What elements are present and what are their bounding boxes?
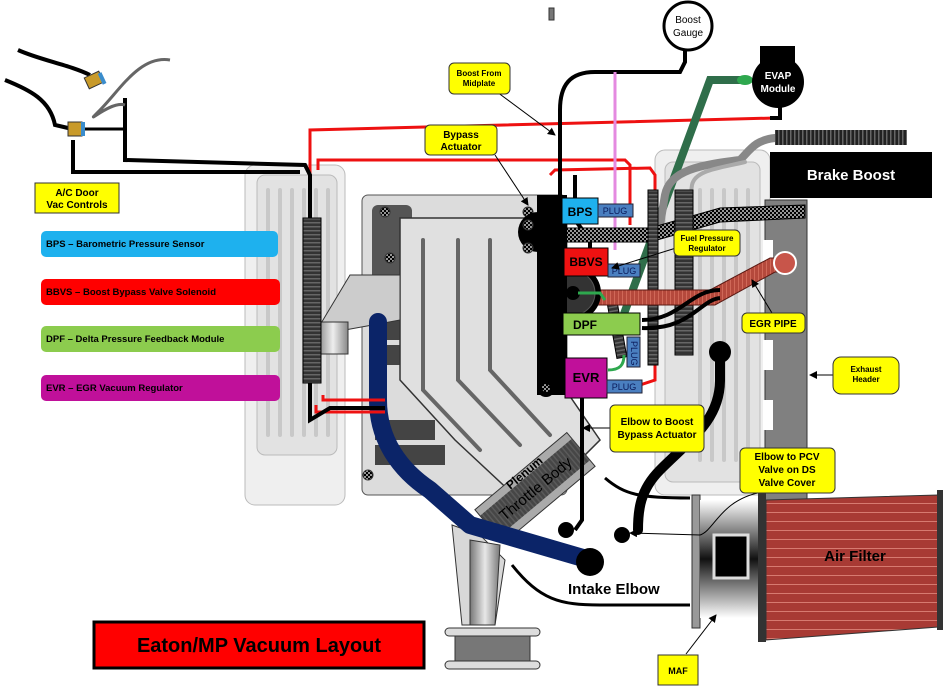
callout-boost-midplate-line2: Midplate: [463, 79, 496, 88]
boost-gauge: Boost Gauge: [662, 0, 714, 52]
callout-fpr-line1: Fuel Pressure: [681, 234, 734, 243]
dpf-plug-label: PLUG: [629, 341, 639, 366]
bps-plug-label: PLUG: [603, 206, 628, 216]
callout-fpr-line2: Regulator: [688, 244, 725, 253]
legend-bbvs-text: BBVS – Boost Bypass Valve Solenoid: [46, 287, 216, 298]
callout-elbow-pcv: Elbow to PCV Valve on DS Valve Cover: [739, 447, 836, 494]
legend-dpf-text: DPF – Delta Pressure Feedback Module: [46, 334, 224, 345]
evap-label-2: Module: [761, 84, 796, 95]
ac-vac-gray-line: [91, 58, 171, 119]
callout-bypass-actuator-line1: Bypass: [443, 130, 479, 141]
bps-label: BPS: [568, 205, 593, 219]
evr-module: EVR PLUG: [564, 354, 643, 399]
legend-item-evr: EVR – EGR Vacuum Regulator: [41, 375, 280, 401]
evr-label: EVR: [573, 370, 600, 385]
legend-evr-text: EVR – EGR Vacuum Regulator: [46, 383, 183, 394]
maf-hose: [510, 564, 690, 607]
callout-fuel-pressure-regulator: Fuel Pressure Regulator: [673, 229, 741, 257]
solenoid-bracket: [537, 195, 567, 395]
diagram-title-text: Eaton/MP Vacuum Layout: [137, 635, 381, 657]
callout-maf: MAF: [657, 654, 699, 686]
evap-label-1: EVAP: [765, 71, 792, 82]
bps-module: BPS PLUG: [561, 197, 634, 225]
egr-black-hoses: [641, 288, 721, 331]
callout-elbow-boost-bypass: Elbow to Boost Bypass Actuator: [609, 404, 705, 453]
callout-ac-door-line1: A/C Door: [55, 188, 98, 199]
pcv-elbow-end: [614, 527, 630, 543]
callout-exhaust-header: Exhaust Header: [832, 356, 900, 395]
boost-gauge-label-1: Boost: [675, 15, 701, 26]
dpf-module: DPF PLUG: [562, 312, 641, 368]
legend-bps-text: BPS – Barometric Pressure Sensor: [46, 239, 205, 250]
ac-door-valve-1: [83, 70, 107, 90]
callout-maf-text: MAF: [668, 666, 688, 676]
callout-elbow-pcv-line2: Valve on DS: [758, 465, 816, 476]
legend-item-bbvs: BBVS – Boost Bypass Valve Solenoid: [41, 279, 280, 305]
brake-boost-label: Brake Boost: [807, 167, 895, 184]
air-filter: Air Filter: [758, 490, 943, 642]
callout-egr-pipe: EGR PIPE: [741, 312, 806, 334]
bbvs-plug-label: PLUG: [612, 266, 637, 276]
callout-arrows: [494, 91, 833, 655]
bbvs-label: BBVS: [569, 255, 602, 269]
intake-elbow-port: [576, 548, 604, 576]
black-vacuum-lines: [4, 48, 687, 532]
pcv-elbow-hose: [633, 347, 725, 535]
callout-ac-door-line2: Vac Controls: [46, 200, 108, 211]
callout-bypass-actuator: Bypass Actuator: [424, 124, 498, 156]
pcv-port: [709, 341, 731, 363]
ac-door-valve-2: [67, 121, 125, 137]
legend: BPS – Barometric Pressure Sensor BBVS – …: [41, 231, 280, 401]
callout-elbow-boost-line2: Bypass Actuator: [617, 430, 696, 441]
legend-item-bps: BPS – Barometric Pressure Sensor: [41, 231, 278, 257]
diagram-title: Eaton/MP Vacuum Layout: [92, 620, 426, 670]
callout-elbow-pcv-line3: Valve Cover: [759, 478, 816, 489]
callout-boost-midplate: Boost From Midplate: [448, 62, 511, 95]
callout-bypass-actuator-line2: Actuator: [440, 142, 481, 153]
air-filter-label: Air Filter: [824, 548, 886, 565]
brake-boost: Brake Boost: [770, 152, 932, 198]
maf-sensor: [691, 494, 758, 629]
callout-boost-midplate-line1: Boost From: [457, 69, 502, 78]
brake-boost-hose-coil: [775, 130, 907, 145]
brake-boost-hoses: [656, 134, 779, 229]
boost-gauge-label-2: Gauge: [673, 28, 703, 39]
evr-mount-bolt: [542, 384, 550, 392]
callout-elbow-pcv-line1: Elbow to PCV: [755, 452, 820, 463]
throttle-hose: [604, 476, 691, 500]
callout-egr-pipe-text: EGR PIPE: [749, 319, 797, 330]
boost-bypass-elbow: [558, 522, 574, 538]
mid-ribbed-hose-1: [647, 189, 659, 366]
callout-exhaust-header-line2: Header: [852, 375, 879, 384]
mid-ribbed-hose-2: [674, 189, 694, 356]
evr-plug-label: PLUG: [612, 382, 637, 392]
callout-elbow-boost-line1: Elbow to Boost: [621, 417, 694, 428]
legend-item-dpf: DPF – Delta Pressure Feedback Module: [41, 326, 280, 352]
callout-ac-door: A/C Door Vac Controls: [34, 182, 120, 214]
intake-elbow-label: Intake Elbow: [568, 581, 660, 598]
callout-exhaust-header-line1: Exhaust: [850, 365, 881, 374]
small-connector-icon: [548, 7, 555, 21]
egr-pipe: [597, 251, 797, 306]
plenum-ribs: [421, 238, 552, 452]
dpf-label: DPF: [573, 318, 597, 332]
intake-horn: [444, 524, 541, 670]
left-ribbed-hose: [302, 217, 322, 384]
